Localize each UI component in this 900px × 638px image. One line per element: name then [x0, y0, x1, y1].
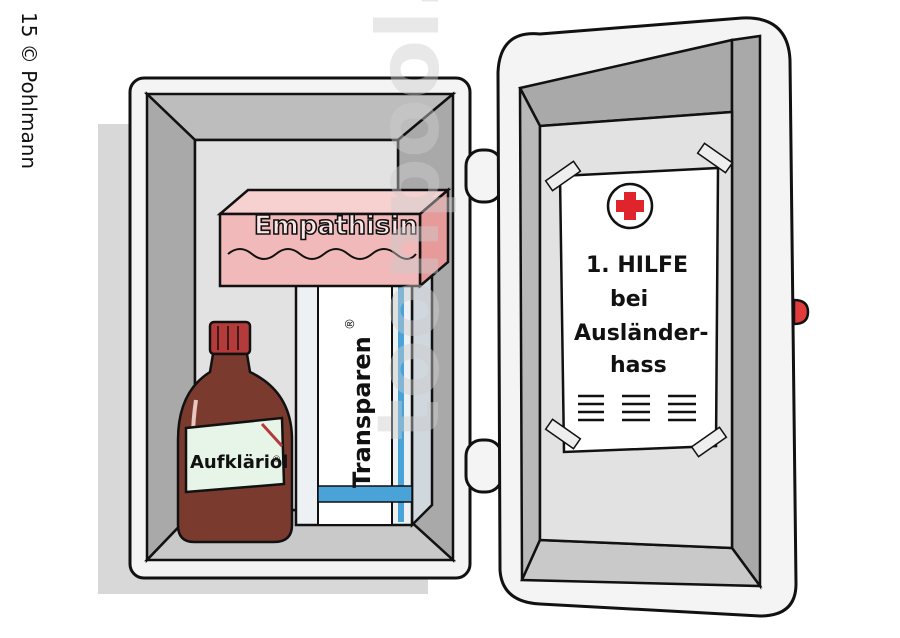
notice-line-1: 1. HILFE	[586, 253, 688, 278]
transparen-box: Transparen ®	[292, 258, 436, 529]
red-cross-icon	[606, 182, 654, 230]
notice-fine-print	[578, 394, 696, 422]
empathisin-label: Empathisin	[254, 211, 418, 241]
watermark: toonpool.com	[359, 0, 459, 440]
notice-line-2: bei	[610, 287, 648, 312]
signature: 15 © Pohlmann	[17, 12, 41, 169]
aufklaeriol-label: Aufkläriol	[190, 452, 288, 473]
notice-line-3: Ausländer-	[574, 321, 708, 346]
signature-text: 15 © Pohlmann	[17, 12, 41, 169]
bottle-cap	[208, 320, 252, 356]
notice-line-4: hass	[610, 353, 667, 378]
transparen-side-stripe	[398, 270, 404, 522]
door-knob	[792, 298, 810, 326]
aufklaeriol-bottle: Aufkläriol ®	[176, 320, 294, 544]
transparen-registered-mark: ®	[343, 318, 357, 330]
transparen-label: Transparen	[348, 336, 376, 488]
transparen-bottom-stripe	[317, 485, 413, 503]
svg-text:®: ®	[272, 455, 281, 465]
empathisin-box: Empathisin	[216, 187, 452, 289]
first-aid-notice: 1. HILFE bei Ausländer- hass	[544, 142, 734, 458]
